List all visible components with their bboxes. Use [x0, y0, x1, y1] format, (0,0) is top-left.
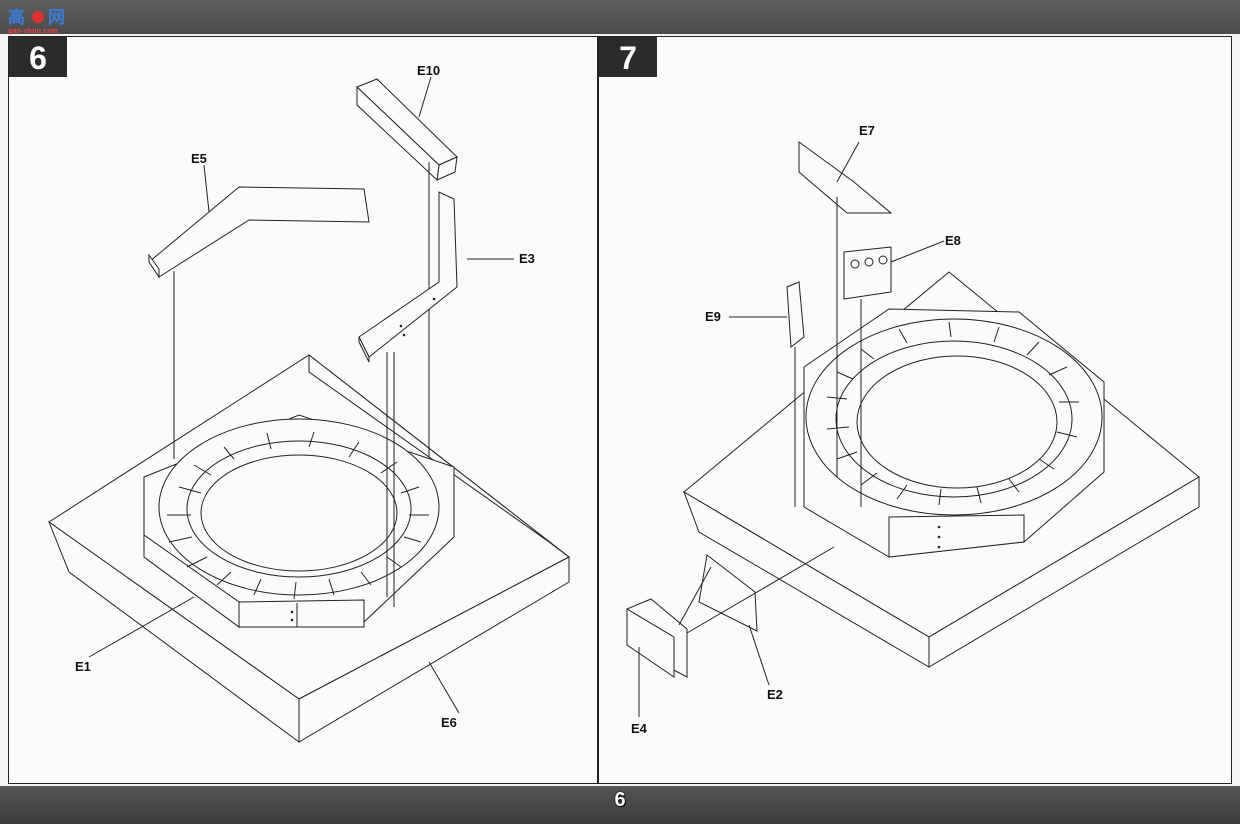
part-e3	[358, 191, 458, 607]
step-7-panel: 7	[598, 36, 1232, 784]
label-e6: E6	[441, 715, 457, 730]
svg-text:网: 网	[48, 8, 65, 28]
site-watermark: 高 网 gao-shou.com	[8, 6, 68, 36]
label-e7: E7	[859, 123, 875, 138]
label-e5: E5	[191, 151, 207, 166]
label-e1: E1	[75, 659, 91, 674]
part-e9	[786, 281, 805, 507]
label-e3: E3	[519, 251, 535, 266]
part-e4	[626, 546, 835, 678]
part-e2	[698, 554, 758, 632]
part-e8	[843, 246, 892, 507]
part-e10	[356, 78, 458, 457]
step-7-badge: 7	[599, 37, 657, 77]
ring-assembly-e1	[143, 414, 455, 628]
step-6-badge: 6	[9, 37, 67, 77]
label-e10: E10	[417, 63, 440, 78]
leaders	[638, 141, 945, 717]
step-6-panel: 6	[8, 36, 598, 784]
step-6-diagram: E1 E3 E5 E6 E10	[47, 63, 570, 743]
top-bar	[0, 0, 1240, 34]
label-e9: E9	[705, 309, 721, 324]
watermark-site: gao-shou.com	[8, 28, 59, 35]
part-e7	[798, 141, 893, 477]
bottom-bar	[0, 786, 1240, 824]
leaders	[88, 76, 514, 714]
part-e5	[148, 186, 370, 459]
watermark-logo-icon: 高 网	[8, 7, 65, 28]
ring-assembly	[803, 308, 1105, 558]
svg-text:高: 高	[8, 7, 25, 28]
step-7-diagram: E7 E8 E9 E2 E4	[626, 123, 1200, 736]
label-e2: E2	[767, 687, 783, 702]
page-number: 6	[614, 789, 626, 811]
label-e4: E4	[631, 721, 648, 736]
label-e8: E8	[945, 233, 961, 248]
